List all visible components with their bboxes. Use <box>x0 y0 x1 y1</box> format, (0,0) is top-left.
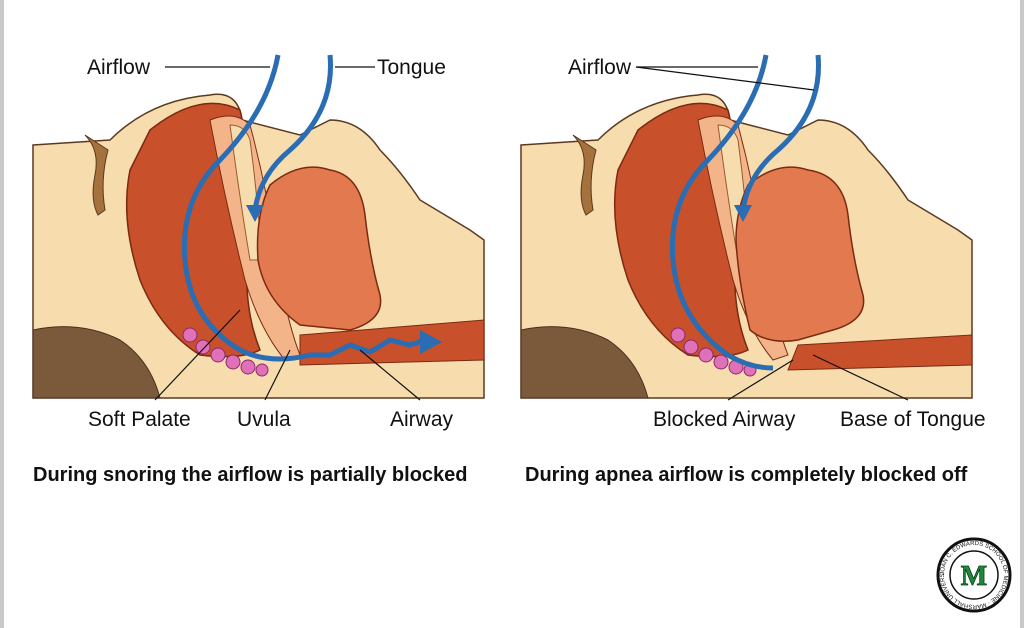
airflow-arrowhead-1 <box>420 330 442 354</box>
school-seal-logo: JOAN C. EDWARDS SCHOOL OF MEDICINE · MAR… <box>934 533 1012 613</box>
snoring-anatomy-illustration <box>32 54 485 401</box>
label-airway: Airway <box>390 408 454 431</box>
apnea-caption: During apnea airflow is completely block… <box>525 464 968 486</box>
label-tongue: Tongue <box>377 56 446 79</box>
airflow-path-1 <box>181 54 426 362</box>
apnea-anatomy-illustration <box>520 54 973 401</box>
airflow-path-2 <box>252 54 333 211</box>
label-uvula: Uvula <box>237 408 291 431</box>
gland-dots <box>182 327 269 377</box>
label-soft-palate: Soft Palate <box>88 408 191 431</box>
snoring-panel: Airflow Tongue Soft Palate Uvula Airway <box>0 0 500 431</box>
label-blocked-airway: Blocked Airway <box>653 408 796 431</box>
left-border <box>0 0 4 628</box>
airflow-arrowhead-2 <box>246 205 264 222</box>
blocked-airflow-path-1 <box>669 54 774 371</box>
label-airflow-apnea: Airflow <box>568 56 632 79</box>
snoring-caption: During snoring the airflow is partially … <box>33 464 468 486</box>
blocked-airflow-path-2 <box>740 54 821 211</box>
right-border <box>1020 0 1024 628</box>
label-base-of-tongue: Base of Tongue <box>840 408 986 431</box>
label-airflow: Airflow <box>87 56 151 79</box>
apnea-panel: Airflow Blocked Airway Base of Tongue <box>488 0 988 431</box>
svg-text:M: M <box>961 561 987 592</box>
seal-graphic: JOAN C. EDWARDS SCHOOL OF MEDICINE · MAR… <box>934 533 1012 613</box>
